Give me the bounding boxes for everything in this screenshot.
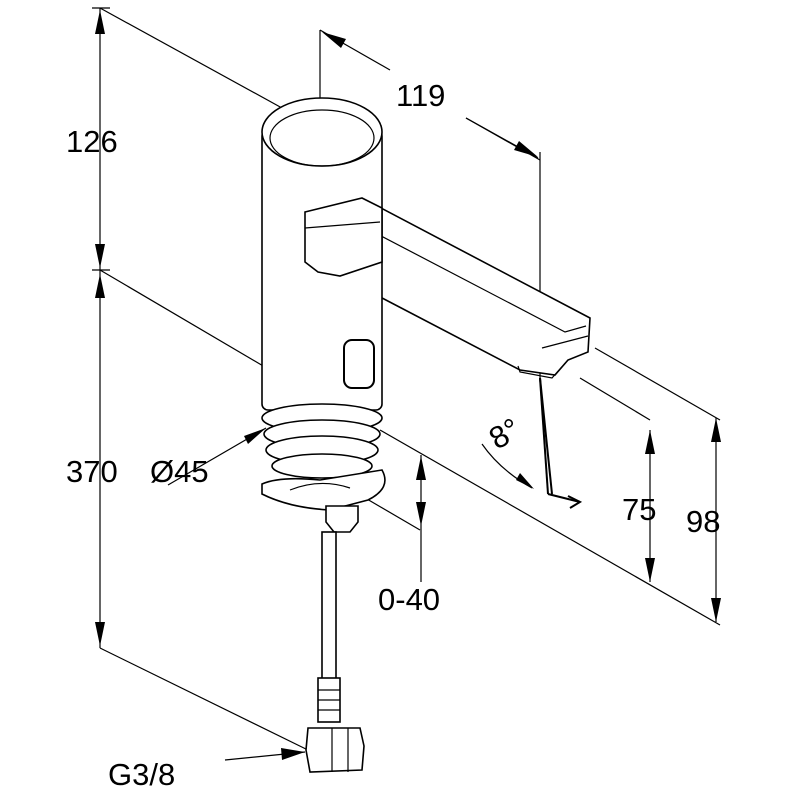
dimension-75-line	[645, 430, 655, 582]
dimension-98-label: 98	[686, 504, 720, 539]
dimension-75-label: 75	[622, 492, 656, 527]
dimension-126-label: 126	[66, 124, 118, 159]
dimension-g3-8-label: G3/8	[108, 757, 175, 792]
diameter-leader	[167, 427, 267, 486]
thread-leader	[224, 748, 306, 761]
dimension-126-370-line	[92, 7, 110, 648]
dimension-370-label: 370	[66, 454, 118, 489]
angle-8-marker	[481, 377, 583, 509]
dimension-diameter-45-label: Ø45	[150, 454, 209, 489]
dimension-98-line	[711, 418, 721, 622]
dimension-angle-8-label: 8°	[483, 411, 526, 456]
faucet-body	[261, 97, 591, 773]
dimension-0-40-label: 0-40	[378, 582, 440, 617]
extension-lines	[99, 7, 721, 753]
dimension-119-line	[319, 29, 539, 159]
dimension-119-label: 119	[396, 78, 445, 113]
dimension-0-40-line	[416, 455, 426, 582]
